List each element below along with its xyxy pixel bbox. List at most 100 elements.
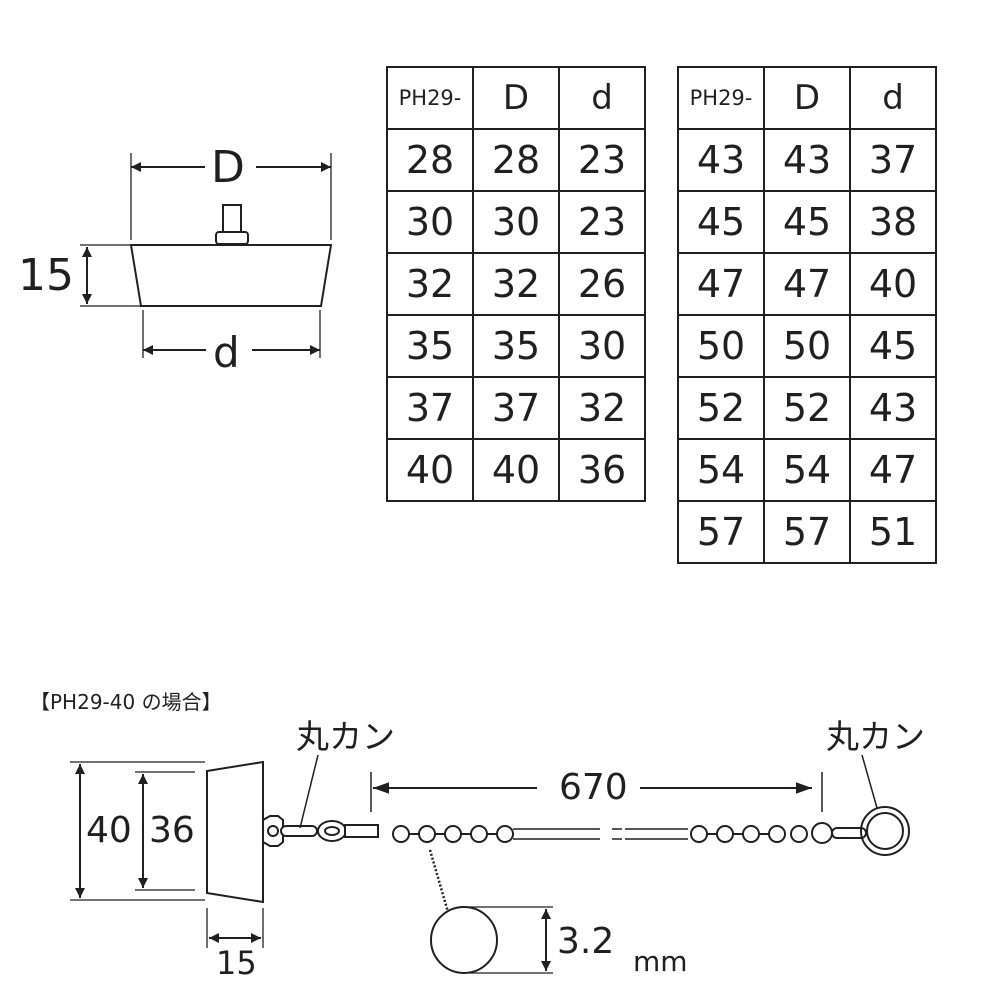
cell-model: 54 — [677, 438, 765, 502]
table-row: 28 28 23 — [386, 128, 646, 192]
chain-ball-end — [811, 822, 833, 844]
table-row: 52 52 43 — [677, 376, 937, 440]
ring-left-inner — [324, 826, 340, 836]
stopper-stem-base — [215, 231, 249, 245]
cell-model: 32 — [386, 252, 474, 316]
cell-d: 36 — [558, 438, 646, 502]
size-table-left: PH29- D d 28 28 23 30 30 23 32 32 26 35 … — [386, 66, 646, 502]
cell-model: 43 — [677, 128, 765, 192]
label-40: 40 — [86, 810, 132, 851]
chain-ball — [496, 825, 514, 843]
table-row: 37 37 32 — [386, 376, 646, 440]
chain-balls-right — [690, 822, 833, 844]
stopper-stem — [222, 204, 242, 236]
chain-ball — [716, 825, 734, 843]
chain-ball — [690, 825, 708, 843]
cell-D: 47 — [763, 252, 851, 316]
label-36: 36 — [149, 810, 195, 851]
stopper-side-view — [80, 153, 333, 358]
label-unit: mm — [633, 945, 688, 978]
cell-model: 57 — [677, 500, 765, 564]
cell-D: 40 — [472, 438, 560, 502]
table-row: 45 45 38 — [677, 190, 937, 254]
stopper-nut-hole — [267, 825, 279, 837]
chain-assembly-drawing — [70, 754, 910, 974]
ring-label-right: 丸カン — [826, 717, 925, 756]
chain-ball — [392, 825, 410, 843]
label-d: d — [213, 328, 240, 377]
stopper-front-body — [206, 760, 264, 904]
table-row: 32 32 26 — [386, 252, 646, 316]
leader-ring-right — [861, 754, 878, 809]
cell-model: 50 — [677, 314, 765, 378]
cell-model: 30 — [386, 190, 474, 254]
chain-ball — [418, 825, 436, 843]
label-height: 15 — [18, 250, 74, 301]
stopper-body — [129, 244, 333, 307]
cell-d: 51 — [849, 500, 937, 564]
table-row: 47 47 40 — [677, 252, 937, 316]
size-table-right: PH29- D d 43 43 37 45 45 38 47 47 40 50 … — [677, 66, 937, 564]
cell-D: 32 — [472, 252, 560, 316]
cell-d: 26 — [558, 252, 646, 316]
table-row: 50 50 45 — [677, 314, 937, 378]
cell-D: 50 — [763, 314, 851, 378]
cell-D: 28 — [472, 128, 560, 192]
cell-d: 30 — [558, 314, 646, 378]
cell-D: 57 — [763, 500, 851, 564]
stopper-nut — [262, 815, 284, 847]
ring-label-left: 丸カン — [296, 717, 395, 756]
cell-model: 37 — [386, 376, 474, 440]
table-row: 30 30 23 — [386, 190, 646, 254]
cell-D: 30 — [472, 190, 560, 254]
table-row: 54 54 47 — [677, 438, 937, 502]
table-row: 57 57 51 — [677, 500, 937, 564]
cell-model: 45 — [677, 190, 765, 254]
cell-D: 43 — [763, 128, 851, 192]
ring-right-outer — [860, 806, 910, 856]
cell-D: 45 — [763, 190, 851, 254]
chain-balls-left — [392, 825, 514, 843]
chain-ball — [470, 825, 488, 843]
cell-d: 23 — [558, 128, 646, 192]
header-model: PH29- — [386, 66, 474, 130]
cell-d: 45 — [849, 314, 937, 378]
chain-ball — [790, 825, 808, 843]
chain-ball — [768, 825, 786, 843]
ring-right-inner — [866, 812, 904, 850]
table-header-row: PH29- D d — [677, 66, 937, 130]
chain-ball — [742, 825, 760, 843]
table-row: 43 43 37 — [677, 128, 937, 192]
label-D: D — [211, 142, 245, 193]
cell-d: 47 — [849, 438, 937, 502]
cell-d: 32 — [558, 376, 646, 440]
table-header-row: PH29- D d — [386, 66, 646, 130]
chain-end-cap-left — [344, 824, 379, 838]
table-row: 35 35 30 — [386, 314, 646, 378]
header-D: D — [763, 66, 851, 130]
cell-D: 37 — [472, 376, 560, 440]
cell-D: 54 — [763, 438, 851, 502]
cell-model: 40 — [386, 438, 474, 502]
ring-link-right — [831, 827, 867, 839]
cell-model: 52 — [677, 376, 765, 440]
label-15: 15 — [216, 944, 257, 982]
leader-ring-left — [299, 754, 319, 829]
cell-model: 47 — [677, 252, 765, 316]
leader-ball-detail — [428, 849, 450, 913]
header-model: PH29- — [677, 66, 765, 130]
cell-d: 37 — [849, 128, 937, 192]
example-caption: 【PH29-40 の場合】 — [30, 690, 222, 714]
cell-D: 35 — [472, 314, 560, 378]
cell-model: 28 — [386, 128, 474, 192]
header-D: D — [472, 66, 560, 130]
header-d: d — [558, 66, 646, 130]
ring-left — [317, 820, 347, 842]
cell-d: 43 — [849, 376, 937, 440]
cell-model: 35 — [386, 314, 474, 378]
cell-d: 23 — [558, 190, 646, 254]
label-chain-length: 670 — [559, 767, 628, 808]
ring-link-left — [280, 825, 318, 837]
ball-detail — [430, 906, 498, 974]
